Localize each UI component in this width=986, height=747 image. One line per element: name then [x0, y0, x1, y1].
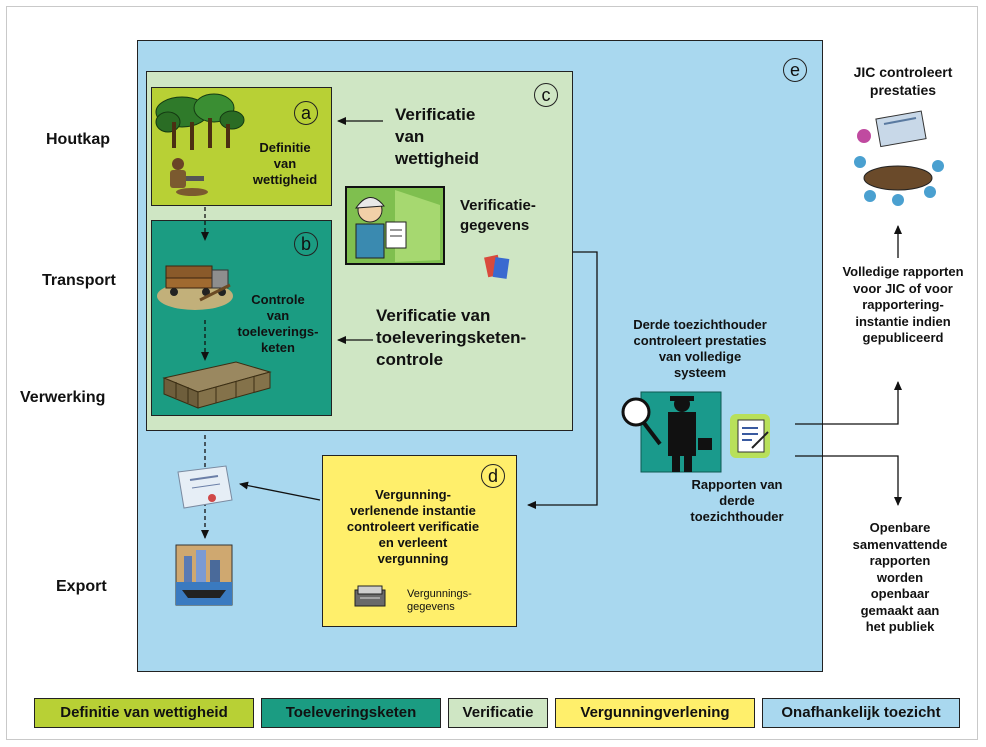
- stage-export: Export: [56, 578, 107, 595]
- figure-frame: [6, 6, 978, 740]
- legend-supply-chain: Toeleveringsketen: [261, 698, 441, 728]
- stage-houtkap: Houtkap: [46, 131, 110, 148]
- detective-icon: [621, 391, 722, 473]
- third-party-monitor-text: Derde toezichthouder controleert prestat…: [633, 317, 767, 380]
- legend-monitoring: Onafhankelijk toezicht: [762, 698, 960, 728]
- legend-legality: Definitie van wettigheid: [34, 698, 254, 728]
- legality-definition-text: Definitie van wettigheid: [252, 140, 318, 187]
- stage-transport: Transport: [42, 272, 116, 289]
- licensing-to-certificate-arrow: [239, 481, 321, 501]
- monitor-reports-text: Rapporten van derde toezichthouder: [690, 477, 784, 524]
- public-reports-text: Openbare samenvattende rapporten worden …: [852, 520, 948, 634]
- full-reports-text: Volledige rapporten voor JIC of voor rap…: [842, 264, 964, 345]
- verification-to-licensing-arrow: [527, 251, 598, 509]
- full-reports-arrow: [795, 381, 902, 425]
- public-reports-arrow: [795, 455, 902, 506]
- report-icon: [730, 414, 770, 458]
- supply-chain-verification-text: Verificatie van toeleveringsketen- contr…: [376, 306, 527, 369]
- licensing-authority-text: Vergunning- verlenende instantie control…: [346, 487, 480, 566]
- marker-e: e: [783, 58, 807, 82]
- permit-data-text: Vergunnings- gegevens: [407, 588, 472, 613]
- marker-a: a: [294, 101, 318, 125]
- meeting-icon: [854, 110, 944, 206]
- port-icon: [175, 544, 233, 606]
- legend-licensing: Vergunningverlening: [555, 698, 755, 728]
- marker-c: c: [534, 83, 558, 107]
- legality-verification-text: Verificatie van wettigheid: [395, 105, 480, 168]
- lumber-stack-icon: [162, 361, 272, 409]
- permit-data-icon: [354, 585, 386, 607]
- supply-chain-control-text: Controle van toeleverings- keten: [237, 292, 319, 355]
- marker-b: b: [294, 232, 318, 256]
- logging-truck-icon: [157, 265, 233, 310]
- logger-icon: [170, 158, 208, 196]
- verification-data-text: Verificatie- gegevens: [460, 197, 536, 234]
- marker-d: d: [481, 464, 505, 488]
- legend-verification: Verificatie: [448, 698, 548, 728]
- certificate-icon: [177, 465, 233, 509]
- inspector-icon: [345, 186, 445, 265]
- forest-icon: [155, 93, 245, 150]
- verification-data-icon: [484, 254, 510, 279]
- stage-verwerking: Verwerking: [20, 389, 106, 406]
- jic-text: JIC controleert prestaties: [853, 64, 953, 98]
